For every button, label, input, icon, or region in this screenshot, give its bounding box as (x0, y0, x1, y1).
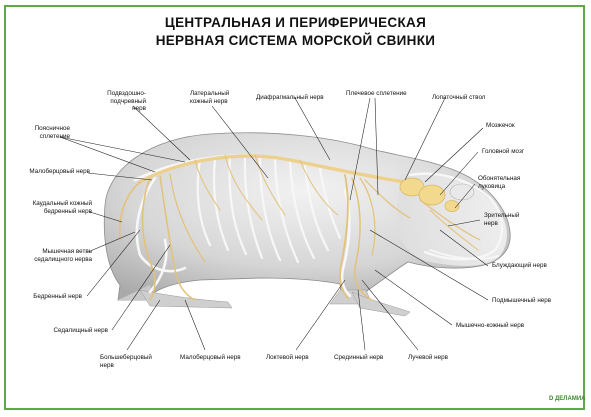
label-cerebellum: Мозжечок (486, 122, 515, 129)
title-line-2: НЕРВНАЯ СИСТЕМА МОРСКОЙ СВИНКИ (155, 33, 436, 48)
label-caudal-cutaneous-femoral-nerve: Каудальный кожный бедренный нерв (32, 200, 92, 215)
label-lateral-cutaneous-nerve: Латеральный кожный нерв (190, 90, 230, 105)
label-iliohypogastric-nerve: Подвздошно-подчревный нерв (107, 90, 146, 113)
label-vagus-nerve: Блуждающий нерв (492, 262, 547, 269)
label-muscular-branch-sciatic: Мышечная ветвь седалищного нерва (34, 248, 92, 263)
label-radial-nerve: Лучевой нерв (408, 354, 449, 361)
label-tibial-nerve: Большеберцовый нерв (100, 354, 152, 369)
poster-frame (4, 5, 585, 410)
label-olfactory-bulb: Обонятельная луковица (478, 175, 521, 190)
label-optic-nerve: Зрительный нерв (484, 212, 520, 227)
label-lumbar-plexus: Поясничное сплетение (34, 125, 70, 140)
publisher-logo: D ДЕЛАМИА (549, 396, 586, 402)
poster-title: ЦЕНТРАЛЬНАЯ И ПЕРИФЕРИЧЕСКАЯ НЕРВНАЯ СИС… (0, 14, 591, 50)
guinea-pig-body (103, 132, 511, 317)
label-phrenic-nerve: Диафрагмальный нерв (256, 94, 324, 101)
label-brain: Головной мозг (482, 148, 525, 155)
leader-lines (59, 97, 489, 351)
nervous-system (118, 154, 481, 301)
label-ulnar-nerve: Локтевой нерв (266, 354, 309, 361)
label-axillary-nerve: Подмышечный нерв (492, 297, 552, 304)
label-musculocutaneous-nerve: Мышечно-кожный нерв (456, 322, 525, 329)
label-fibular-nerve-top: Малоберцовый нерв (29, 168, 90, 175)
label-fibular-nerve-bottom: Малоберцовый нерв (180, 354, 241, 361)
title-line-1: ЦЕНТРАЛЬНАЯ И ПЕРИФЕРИЧЕСКАЯ (164, 15, 427, 30)
label-brachial-plexus: Плечевое сплетение (346, 90, 407, 97)
label-scapular-trunk: Лопаточный ствол (432, 94, 486, 101)
label-femoral-nerve: Бедренный нерв (33, 293, 82, 300)
label-sciatic-nerve: Седалищный нерв (53, 327, 108, 334)
label-median-nerve: Срединный нерв (334, 354, 384, 361)
